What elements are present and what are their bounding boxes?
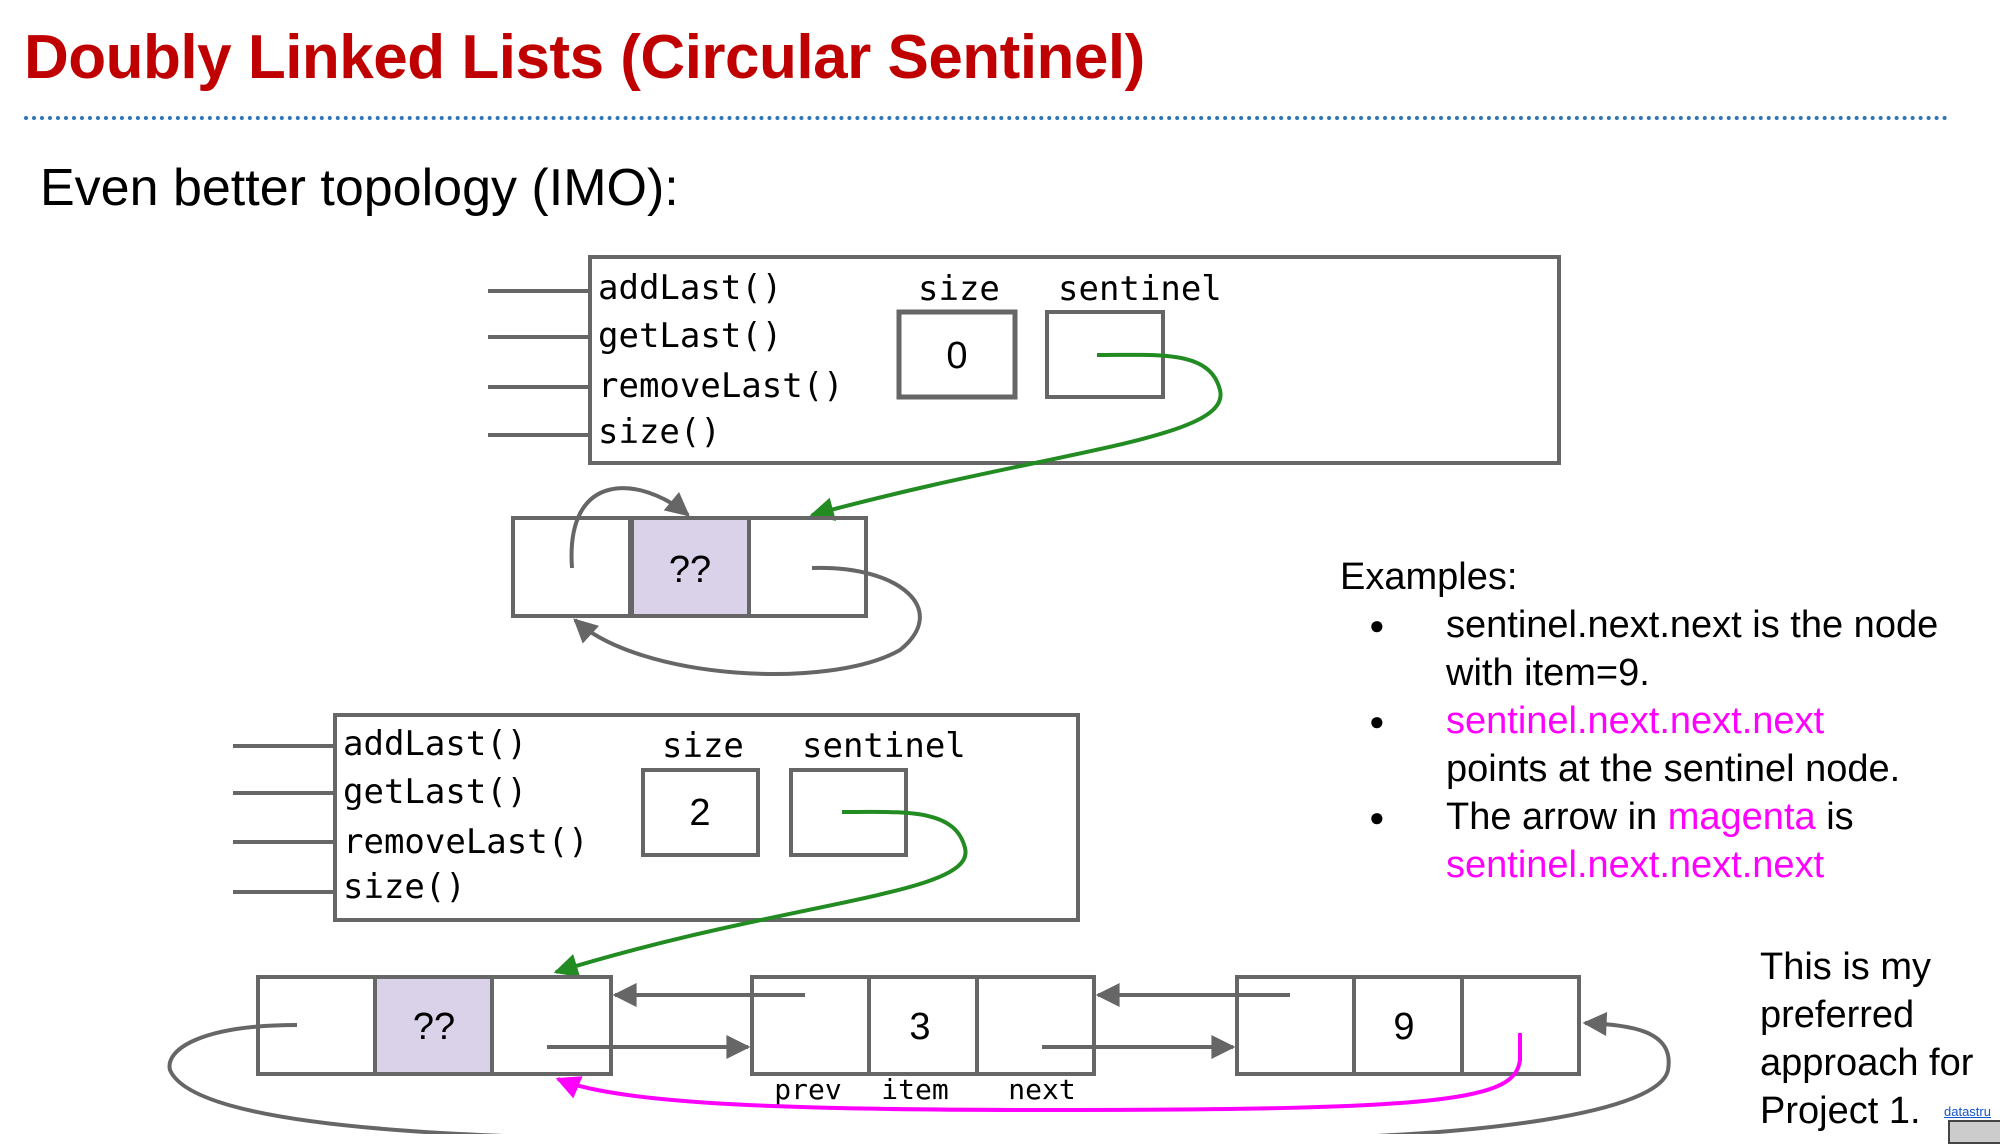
sentinel-item-box xyxy=(630,516,751,618)
sentinel-item-value: ?? xyxy=(669,549,711,591)
empty-list-object: addLast() getLast() removeLast() size() … xyxy=(488,255,1561,521)
method-size-b: size() xyxy=(343,867,466,907)
project-note: This is my preferred approach for Projec… xyxy=(1760,946,1974,1132)
size-field-box xyxy=(896,309,1018,400)
sentinel-item-value-b: ?? xyxy=(413,1006,455,1048)
field-label-prev: prev xyxy=(774,1073,841,1106)
magenta-next-arrow xyxy=(555,1033,1522,1113)
node3-item-value: 3 xyxy=(909,1006,930,1048)
size-label: size xyxy=(918,269,1000,309)
method-getlast: getLast() xyxy=(598,316,782,356)
examples-list: sentinel.next.next is the node with item… xyxy=(1340,601,1980,889)
node3-prev-box xyxy=(750,975,871,1076)
examples-panel: Examples: sentinel.next.next is the node… xyxy=(1340,553,1980,889)
field-label-next: next xyxy=(1008,1073,1075,1106)
node3-next-box xyxy=(975,975,1096,1076)
empty-sentinel-node: ?? xyxy=(511,486,922,676)
method-getlast-b: getLast() xyxy=(343,772,527,812)
node9-next-box xyxy=(1460,975,1581,1076)
sentinel-label-b: sentinel xyxy=(802,726,966,766)
node9-prev-box xyxy=(1235,975,1356,1076)
size-value: 0 xyxy=(946,335,967,377)
examples-heading: Examples: xyxy=(1340,556,1518,598)
two-item-list-object: addLast() getLast() removeLast() size() … xyxy=(233,713,1080,978)
method-addlast: addLast() xyxy=(598,268,782,308)
sentinel-pointer-arrow-b xyxy=(553,809,968,978)
license-badge-link[interactable]: datastru xyxy=(1944,1104,1991,1119)
license-badge-icon[interactable] xyxy=(1948,1120,2000,1144)
method-removelast-b: removeLast() xyxy=(343,822,589,862)
page-title: Doubly Linked Lists (Circular Sentinel) xyxy=(24,23,1145,92)
field-label-item: item xyxy=(881,1073,948,1106)
sentinel-next-box-b xyxy=(490,975,613,1076)
size-field-box-b xyxy=(641,768,760,857)
sentinel-label: sentinel xyxy=(1058,269,1222,309)
node9-next-wrap-arrow xyxy=(1374,1011,1671,1134)
method-addlast-b: addLast() xyxy=(343,724,527,764)
node-item-3: 3 prev item next xyxy=(750,975,1096,1106)
two-item-list-box xyxy=(333,713,1080,922)
size-value-b: 2 xyxy=(689,792,710,834)
subtitle: Even better topology (IMO): xyxy=(40,159,679,217)
method-size: size() xyxy=(598,412,721,452)
example-item-3: The arrow in magenta issentinel.next.nex… xyxy=(1340,793,1980,889)
size-label-b: size xyxy=(662,726,744,766)
sentinel-prev-wrap-arrow xyxy=(167,1023,505,1134)
node9-item-value: 9 xyxy=(1393,1006,1414,1048)
node-item-9: 9 xyxy=(1235,975,1581,1076)
sentinel-item-box-b xyxy=(373,975,494,1076)
two-item-sentinel-node: ?? xyxy=(256,975,613,1076)
example-item-1: sentinel.next.next is the node with item… xyxy=(1340,601,1980,697)
sentinel-pointer-arrow xyxy=(809,352,1223,521)
next-self-loop-arrow xyxy=(573,565,922,676)
sentinel-next-box xyxy=(747,516,868,618)
empty-list-box xyxy=(588,255,1561,465)
prev-self-loop-arrow xyxy=(569,486,690,569)
method-removelast: removeLast() xyxy=(598,366,844,406)
title-divider xyxy=(24,116,1949,120)
